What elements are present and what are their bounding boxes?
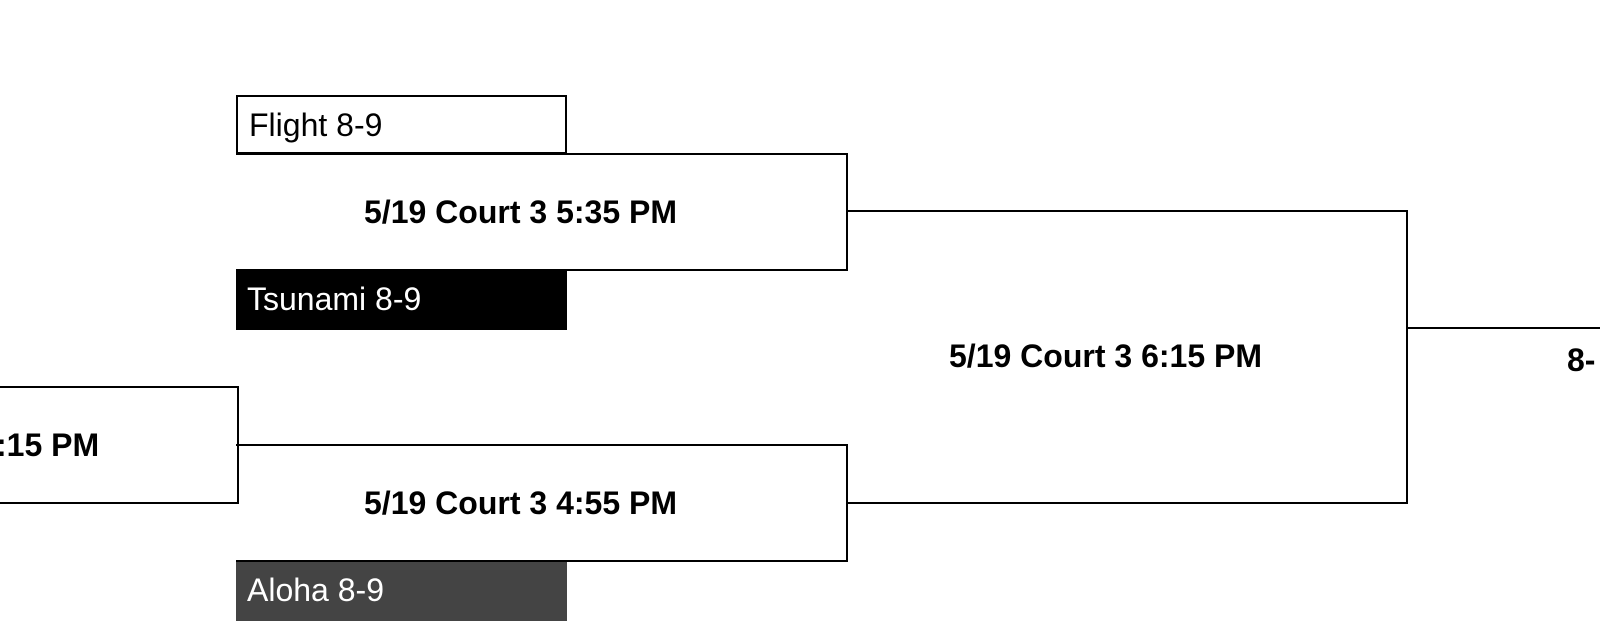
team-tsunami: Tsunami 8-9 xyxy=(236,271,567,330)
match1-top-line xyxy=(236,153,848,155)
match2-game-label: 5/19 Court 3 4:55 PM xyxy=(364,485,677,521)
right-partial-label: 8- xyxy=(1567,342,1596,378)
semi-right-line xyxy=(1406,210,1408,504)
team-flight: Flight 8-9 xyxy=(236,95,567,154)
final-connector-line xyxy=(1406,327,1600,329)
match2-bottom-line xyxy=(236,560,848,562)
left-match-bottom-line xyxy=(0,502,239,504)
match2-top-line xyxy=(236,444,848,446)
match1-game-label: 5/19 Court 3 5:35 PM xyxy=(364,194,677,230)
match1-bottom-line xyxy=(236,269,848,271)
semi-game-label: 5/19 Court 3 6:15 PM xyxy=(949,338,1262,374)
match1-right-line xyxy=(846,153,848,271)
team-aloha: Aloha 8-9 xyxy=(236,562,567,621)
semi-top-line xyxy=(846,210,1408,212)
left-match-top-line xyxy=(0,386,239,388)
semi-bottom-line xyxy=(846,502,1408,504)
left-partial-game-label: :15 PM xyxy=(0,427,100,463)
